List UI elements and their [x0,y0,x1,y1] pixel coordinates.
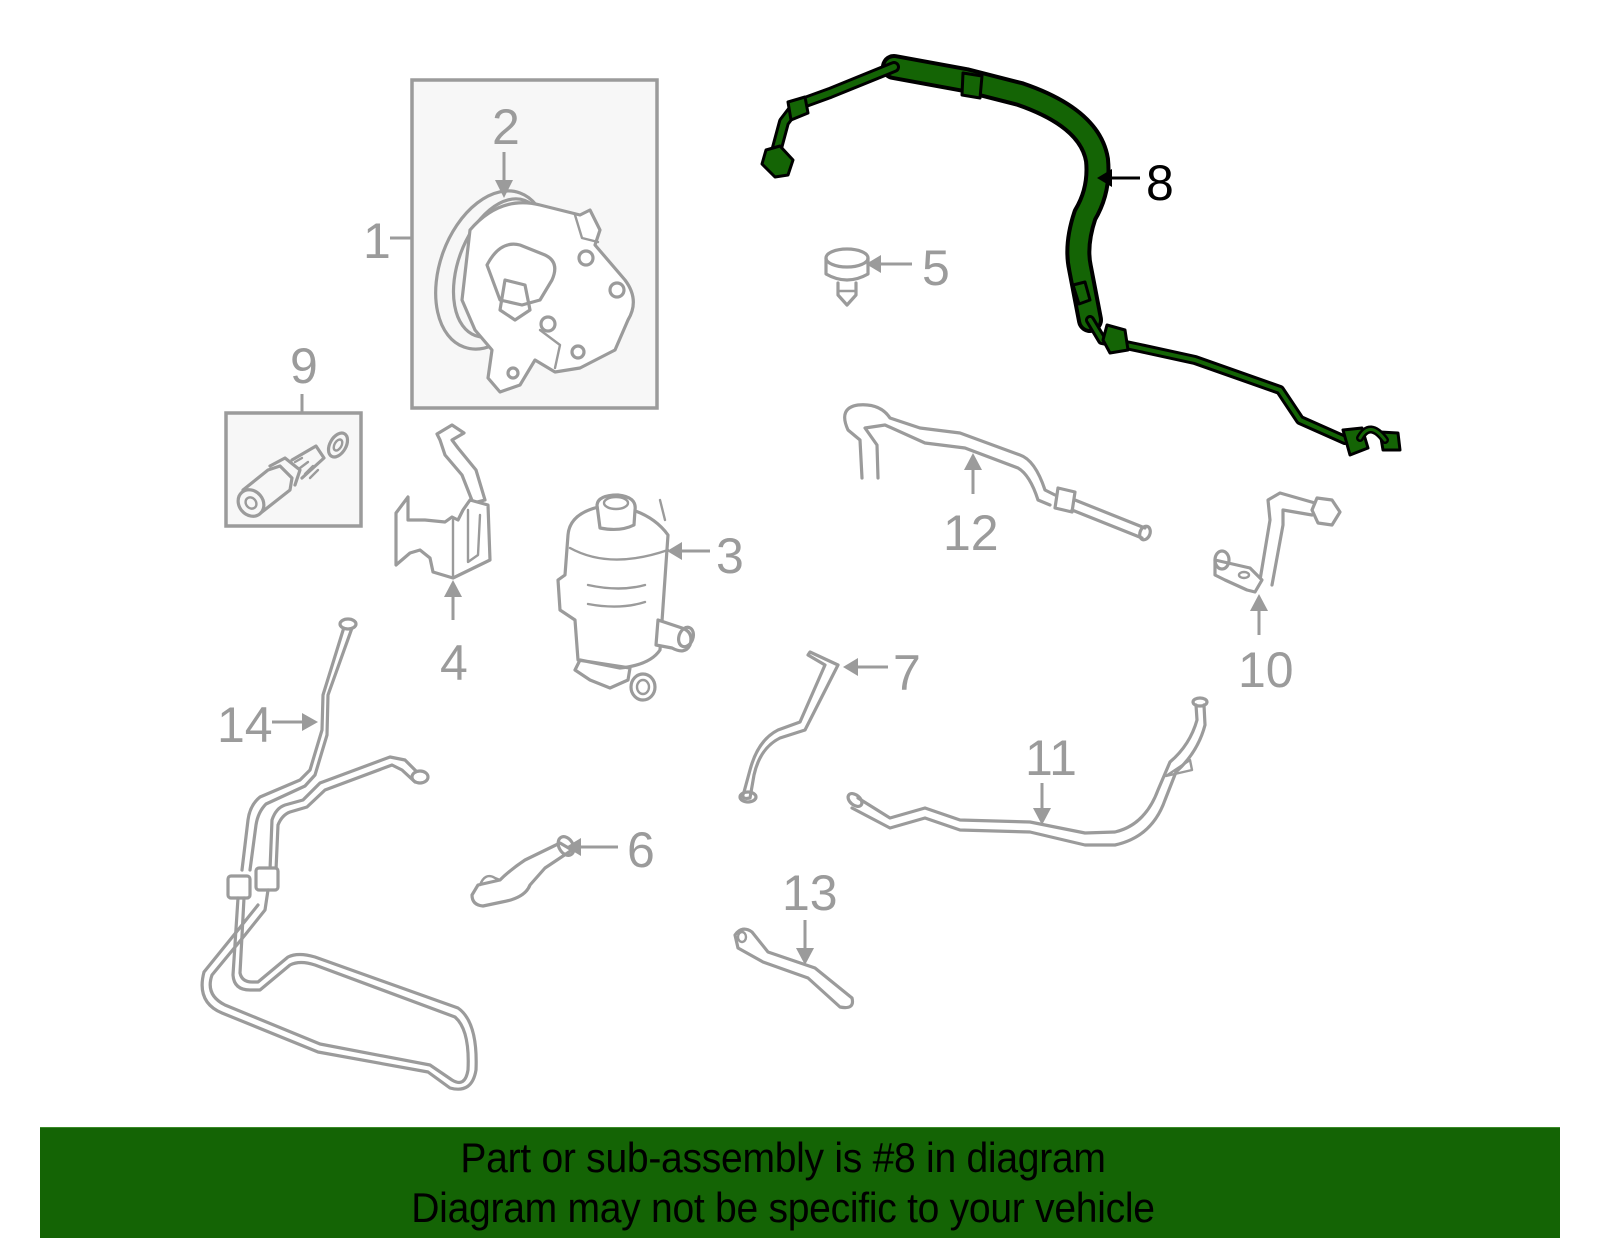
part-1-pump-assembly[interactable] [410,78,659,410]
part-10-pipe[interactable] [1213,491,1342,594]
callout-3[interactable]: 3 [667,528,744,584]
callout-12[interactable]: 12 [943,453,999,561]
callout-1[interactable]: 1 [363,213,411,269]
part-3-reservoir[interactable] [556,493,696,702]
callout-label-1: 1 [363,213,391,269]
callout-label-13: 13 [782,865,838,921]
callout-label-12: 12 [943,505,999,561]
callout-label-7: 7 [893,645,921,701]
callout-13[interactable]: 13 [782,865,838,965]
callout-5[interactable]: 5 [866,240,950,296]
callout-label-11: 11 [1025,730,1077,786]
callout-2[interactable]: 2 [492,99,520,198]
callout-4[interactable]: 4 [440,580,468,691]
part-12-return-hose[interactable] [843,403,1152,542]
banner-vehicle-disclaimer: Diagram may not be specific to your vehi… [411,1184,1155,1231]
part-info-banner: Part or sub-assembly is #8 in diagram Di… [40,1127,1560,1238]
callout-label-8: 8 [1146,155,1174,211]
callout-7[interactable]: 7 [843,645,921,701]
callout-label-4: 4 [440,635,468,691]
callout-label-2: 2 [492,99,520,155]
callout-label-6: 6 [627,822,655,878]
part-11-pipe[interactable] [846,696,1209,847]
callout-label-5: 5 [922,240,950,296]
callout-8[interactable]: 8 [1097,155,1174,211]
banner-part-reference: Part or sub-assembly is #8 in diagram [460,1134,1106,1181]
callout-9[interactable]: 9 [290,338,318,413]
part-4-bracket[interactable] [394,423,492,580]
callout-11[interactable]: 11 [1025,730,1077,825]
callout-label-3: 3 [716,528,744,584]
part-9-kit-box [224,411,363,528]
callout-6[interactable]: 6 [566,822,655,878]
part-9-fitting-kit[interactable] [224,411,363,528]
part-7-hose[interactable] [738,650,840,804]
part-8-pressure-hose[interactable] [760,54,1402,457]
part-14-pipe-assembly[interactable] [200,617,478,1091]
part-5-clip[interactable] [824,247,870,307]
part-13-hose[interactable] [733,927,855,1010]
callout-label-14: 14 [217,697,273,753]
callout-14[interactable]: 14 [217,697,318,753]
callout-label-9: 9 [290,338,318,394]
part-6-hose[interactable] [470,834,577,908]
callout-10[interactable]: 10 [1238,594,1294,698]
callout-label-10: 10 [1238,642,1294,698]
